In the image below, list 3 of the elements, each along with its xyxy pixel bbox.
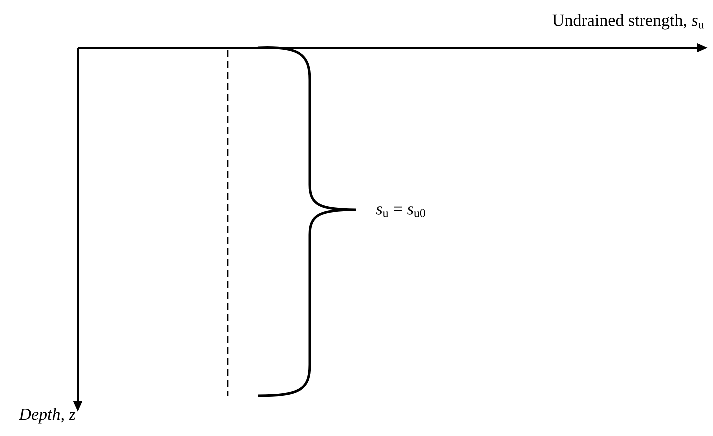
- equation-label: s$_{u}$ = s$_{u0}$: [376, 206, 426, 218]
- axis-label: Depth, z: [19, 408, 76, 424]
- axis-label: Undrained strength, s$_{u}$: [552, 14, 704, 30]
